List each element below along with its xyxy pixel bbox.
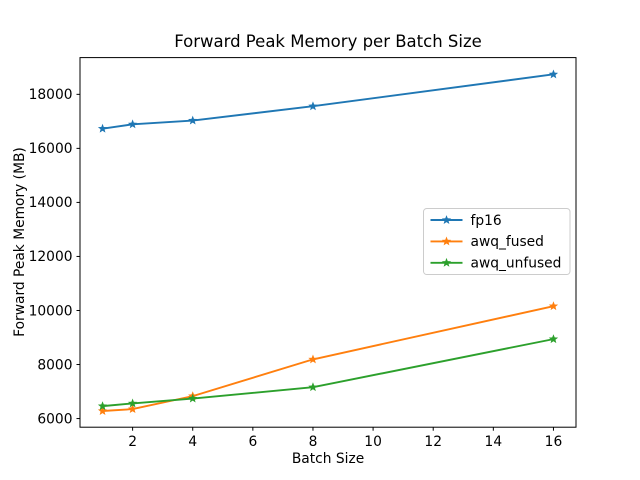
data-point-fp16 bbox=[97, 123, 108, 133]
series-line-awq_unfused bbox=[102, 338, 554, 408]
x-tick-label: 14 bbox=[485, 434, 503, 450]
y-tick-label: 18000 bbox=[29, 87, 73, 103]
x-tick-label: 10 bbox=[364, 434, 382, 450]
plot-area: 2 4 6 8 10 12 14 16 6000 8000 10000 12000 14000 16000… bbox=[29, 57, 577, 450]
x-tick-label: 8 bbox=[309, 434, 318, 450]
legend-label-awq_unfused: awq_unfused bbox=[471, 256, 562, 272]
data-point-awq_fused bbox=[548, 301, 559, 311]
data-point-awq_fused bbox=[308, 354, 318, 364]
legend-label-fp16: fp16 bbox=[471, 213, 502, 229]
data-point-awq_unfused bbox=[188, 393, 198, 403]
data-point-awq_unfused bbox=[97, 401, 108, 411]
data-point-fp16 bbox=[548, 69, 559, 79]
y-tick-label: 6000 bbox=[37, 411, 72, 427]
data-point-fp16 bbox=[127, 119, 138, 129]
y-tick-label: 14000 bbox=[29, 195, 73, 211]
axes-spines bbox=[79, 57, 577, 428]
x-tick-label: 2 bbox=[128, 434, 137, 450]
legend-marker-awq_unfused bbox=[441, 257, 452, 267]
data-point-awq_unfused bbox=[548, 334, 559, 344]
x-tick-label: 16 bbox=[545, 434, 563, 450]
legend-marker-awq_fused bbox=[441, 236, 452, 246]
data-point-awq_fused bbox=[97, 406, 108, 415]
x-tick-label: 4 bbox=[188, 434, 197, 450]
data-point-fp16 bbox=[308, 101, 318, 111]
series-line-awq_fused bbox=[102, 305, 554, 412]
data-point-awq_unfused bbox=[308, 382, 318, 392]
y-tick-label: 16000 bbox=[29, 141, 73, 157]
legend-marker-fp16 bbox=[441, 215, 452, 224]
data-point-fp16 bbox=[188, 115, 198, 125]
x-tick-label: 12 bbox=[424, 434, 442, 450]
legend-label-awq_fused: awq_fused bbox=[471, 234, 544, 250]
data-point-awq_fused bbox=[127, 404, 138, 414]
y-tick-label: 10000 bbox=[29, 303, 73, 319]
legend-box bbox=[423, 208, 571, 275]
x-axis-label: Batch Size bbox=[292, 451, 364, 467]
chart-title: Forward Peak Memory per Batch Size bbox=[174, 32, 482, 51]
y-axis-label: Forward Peak Memory (MB) bbox=[12, 147, 28, 337]
y-tick-label: 12000 bbox=[29, 249, 73, 265]
series-line-fp16 bbox=[102, 73, 554, 130]
x-tick-label: 6 bbox=[248, 434, 257, 450]
y-tick-label: 8000 bbox=[37, 357, 72, 373]
data-point-awq_unfused bbox=[127, 398, 138, 408]
